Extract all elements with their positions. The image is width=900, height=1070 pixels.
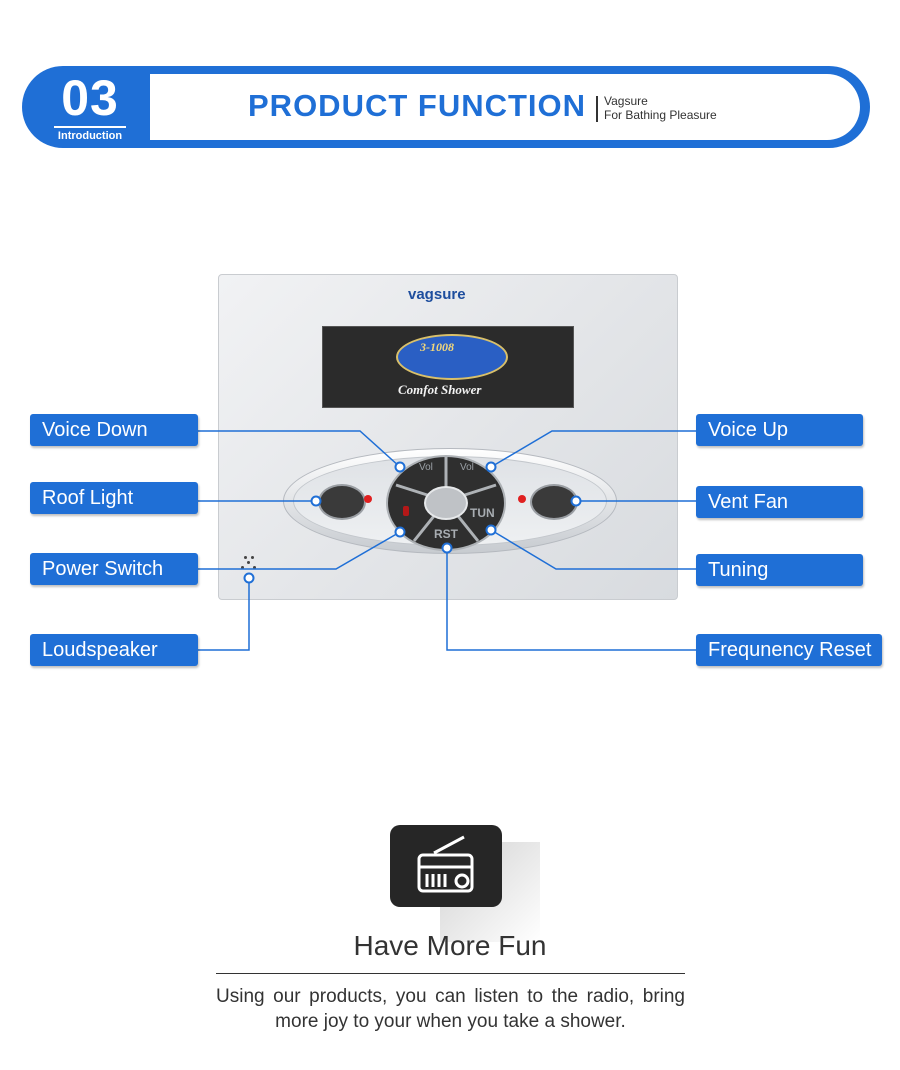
power-icon <box>403 506 409 516</box>
callout-vent-fan: Vent Fan <box>696 486 863 518</box>
section-caption: Introduction <box>54 126 126 143</box>
callout-voice-down: Voice Down <box>30 414 198 446</box>
vent-fan-button[interactable] <box>530 484 578 520</box>
brand-name: Vagsure <box>604 94 648 108</box>
callout-tuning: Tuning <box>696 554 863 586</box>
vol-up-label: Vol <box>460 462 474 473</box>
roof-light-indicator <box>364 495 372 503</box>
feature-divider <box>216 973 685 974</box>
page-title: PRODUCT FUNCTION <box>248 88 587 123</box>
callout-power-switch: Power Switch <box>30 553 198 585</box>
header-banner-inner <box>150 74 860 140</box>
callout-roof-light: Roof Light <box>30 482 198 514</box>
feature-icon-tile <box>390 825 502 907</box>
display-logo-oval <box>396 334 508 380</box>
radio-icon <box>417 835 474 893</box>
vent-fan-indicator <box>518 495 526 503</box>
panel-logo: vagsure <box>408 286 466 303</box>
section-badge: 03 Introduction <box>30 70 150 146</box>
vol-down-label: Vol <box>419 462 433 473</box>
display-model: 3-1008 <box>420 340 454 354</box>
title-divider <box>596 96 598 122</box>
callout-loudspeaker: Loudspeaker <box>30 634 198 666</box>
display-caption: Comfot Shower <box>398 382 482 397</box>
callout-frequency-reset: Frequnency Reset <box>696 634 882 666</box>
brand-tagline: For Bathing Pleasure <box>604 108 717 122</box>
dpad-center-button[interactable] <box>424 486 468 520</box>
roof-light-button[interactable] <box>318 484 366 520</box>
tuning-label: TUN <box>470 506 495 520</box>
callout-voice-up: Voice Up <box>696 414 863 446</box>
section-number: 03 <box>61 70 119 126</box>
feature-title: Have More Fun <box>353 930 547 961</box>
feature-description: Using our products, you can listen to th… <box>216 986 685 1032</box>
reset-label: RST <box>434 527 458 541</box>
